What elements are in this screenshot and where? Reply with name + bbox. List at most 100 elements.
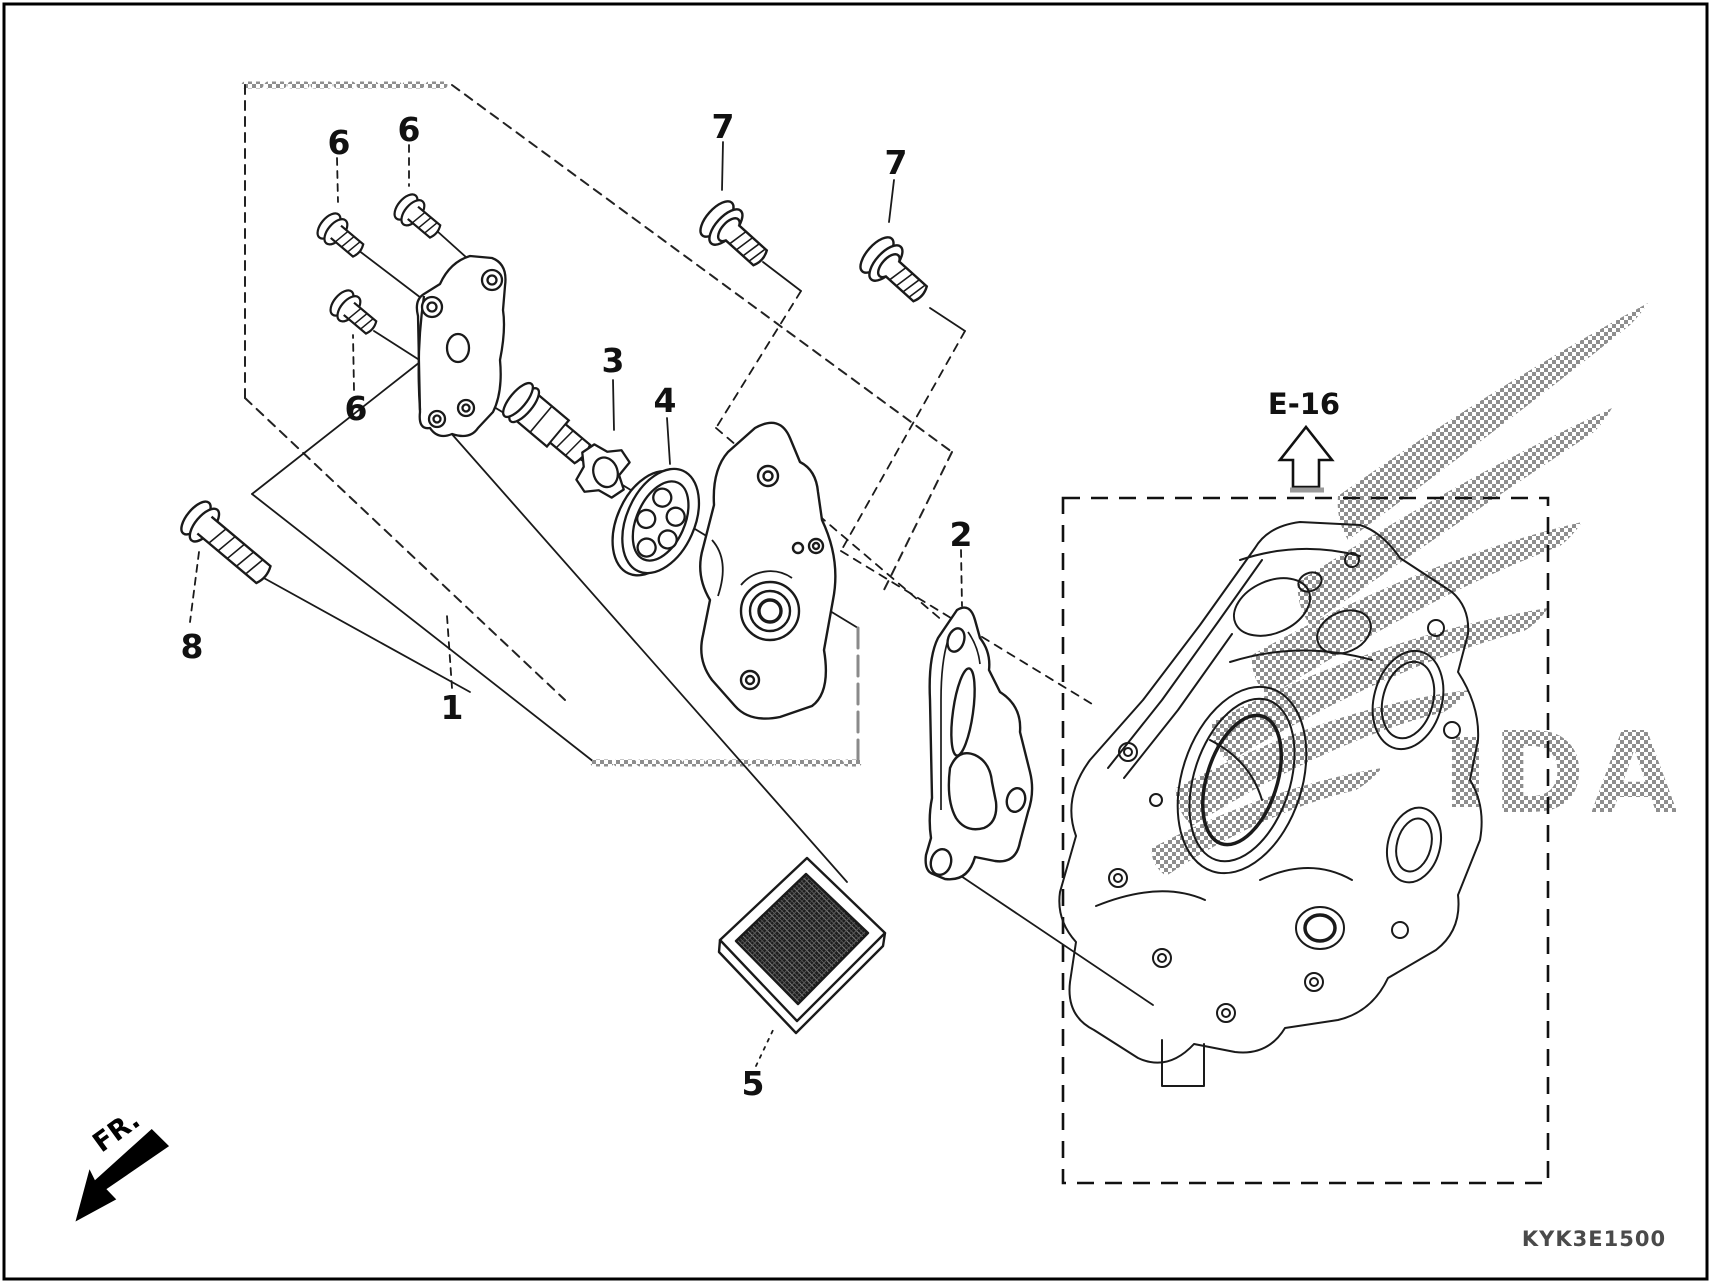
- rotor-lobe: [657, 529, 678, 550]
- screen-mesh: [734, 872, 870, 1006]
- callout-1: 1: [441, 688, 464, 727]
- assembly-leader: [929, 307, 966, 332]
- bolt-hole: [1309, 977, 1319, 987]
- callout-leader: [612, 379, 615, 431]
- cavity-line: [1239, 547, 1361, 561]
- callout-3: 3: [602, 341, 625, 380]
- bolt-7-group: [699, 200, 929, 303]
- crankcase-rib: [1209, 739, 1263, 801]
- bolt-hole: [1344, 552, 1360, 568]
- assembly-leader: [449, 431, 848, 883]
- pump-ear-hole: [744, 674, 756, 686]
- bolt-hole: [1118, 742, 1138, 762]
- bolt-shank: [407, 205, 442, 239]
- plate-ear-hole: [486, 274, 498, 286]
- callout-5: 5: [742, 1064, 765, 1103]
- callout-leader: [352, 334, 355, 391]
- gasket-hole: [946, 627, 966, 653]
- pump-body: [699, 421, 837, 720]
- crankcase-rib: [1095, 890, 1206, 907]
- rotor-lobe: [652, 487, 673, 508]
- plate-center-hole: [445, 332, 471, 364]
- group-boundary-dashed: [451, 84, 953, 453]
- callout-leader: [960, 549, 963, 607]
- outer-rotor: [611, 467, 701, 577]
- watermark-text: DA: [1492, 709, 1684, 839]
- outer-rotor-body: [611, 467, 701, 577]
- seal-boss-lower: [1386, 806, 1442, 884]
- bolt-hole: [1216, 1003, 1236, 1023]
- group-boundary-solid: [251, 493, 595, 763]
- up-arrow-icon: [1277, 424, 1335, 489]
- bolt-7-b: [859, 236, 929, 303]
- bore-ring: [1201, 713, 1283, 847]
- bolt-6-b: [393, 193, 442, 239]
- assembly-leader: [840, 330, 966, 552]
- seal-ring: [1371, 649, 1445, 751]
- rotor-lobe: [636, 537, 657, 558]
- pump-ear-hole: [762, 470, 774, 482]
- seal-ring: [1386, 806, 1442, 884]
- bolt-hole: [1391, 921, 1409, 939]
- bolt-7-a: [699, 200, 769, 267]
- bolt-8: [180, 500, 272, 585]
- assembly-leader: [715, 290, 802, 429]
- seal-ring: [1395, 817, 1433, 873]
- main-bearing-bore: [1176, 685, 1308, 875]
- callouts: 6 6 6 7 7 3 4 8 1 2 5: [181, 107, 973, 1103]
- bore-ring: [1176, 685, 1308, 875]
- crankcase-tab: [1161, 1039, 1205, 1087]
- callout-7-a: 7: [712, 107, 735, 146]
- group-boundary-solid: [251, 361, 421, 495]
- assembly-leader: [357, 249, 426, 302]
- wing-feather: [1297, 408, 1612, 625]
- shaft-detail-line: [555, 430, 583, 457]
- crankcase-drawing: [1058, 521, 1483, 1087]
- callout-6-a: 6: [328, 123, 351, 162]
- wing-feather: [1337, 303, 1648, 540]
- shaft-step-line: [529, 405, 570, 447]
- pump-rib: [711, 539, 724, 597]
- bolt-6-group: [316, 193, 442, 335]
- callout-leader: [888, 179, 895, 223]
- callout-6-c: 6: [345, 389, 368, 428]
- bolt-hole: [1221, 1008, 1231, 1018]
- thread-line: [334, 230, 361, 253]
- plate-ear-hole: [432, 414, 442, 424]
- watermark-partial-letter: [1452, 737, 1479, 807]
- callout-2: 2: [950, 515, 973, 554]
- thread-line: [411, 211, 438, 234]
- callout-6-b: 6: [398, 110, 421, 149]
- pump-boss-arc: [740, 570, 793, 586]
- boss-ring: [1295, 906, 1345, 950]
- cavity-line: [1229, 649, 1373, 663]
- callout-leader: [755, 1027, 775, 1067]
- gasket-hole: [1005, 786, 1027, 814]
- assembly-leader: [954, 871, 1154, 1006]
- callout-leader: [721, 141, 724, 191]
- seal-boss-upper: [1371, 649, 1445, 751]
- strainer-screen: [717, 856, 887, 1035]
- thread-line: [347, 307, 374, 330]
- thread-line: [208, 528, 264, 575]
- bolt-hole: [1123, 747, 1133, 757]
- thread-line: [729, 231, 766, 262]
- bolt-hole: [1113, 873, 1123, 883]
- gasket-center-cutout: [947, 751, 998, 831]
- pump-cover-plate: [415, 254, 507, 438]
- crankcase-rib: [1107, 559, 1263, 769]
- wing-feather: [1151, 768, 1382, 876]
- bolt-hole: [1427, 619, 1445, 637]
- bolt-hole: [1152, 948, 1172, 968]
- drawing-code: KYK3E1500: [1522, 1227, 1666, 1251]
- gasket-inner-line: [967, 631, 981, 665]
- rotor-center-hole: [592, 456, 619, 489]
- bolt-shank: [343, 301, 378, 335]
- callout-8: 8: [181, 627, 204, 666]
- group-boundary-dashed: [244, 397, 566, 701]
- plate-ear-hole: [461, 403, 471, 413]
- bolt-hole: [1108, 868, 1128, 888]
- shaft-flange: [502, 381, 534, 419]
- wing-feather: [1175, 690, 1470, 826]
